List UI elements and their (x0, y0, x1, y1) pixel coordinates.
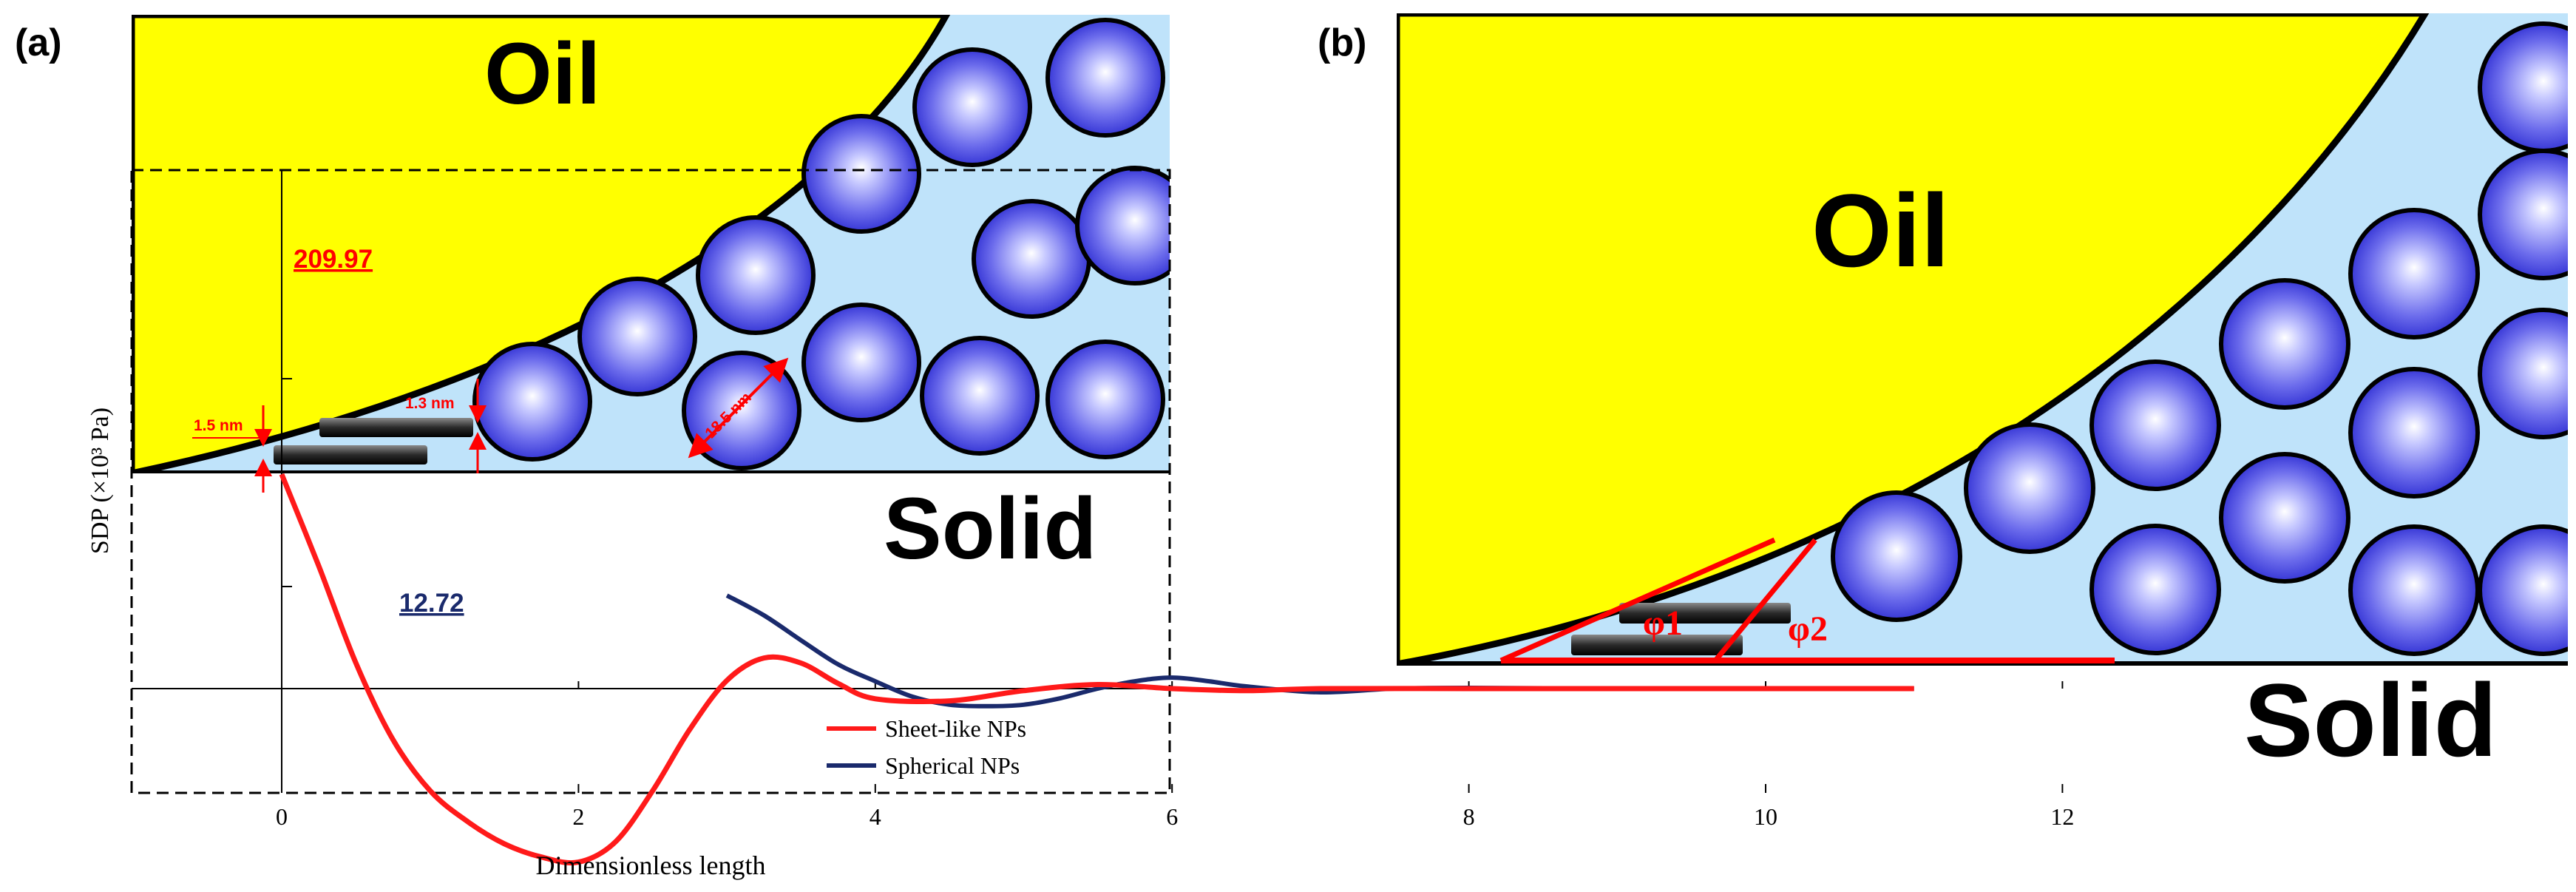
sheet-nanoparticle-upper (319, 418, 473, 437)
sphere-nanoparticle (2478, 524, 2568, 656)
solid-label: Solid (884, 480, 1097, 578)
sphere-nanoparticle (1075, 166, 1170, 285)
legend-label-spherical: Spherical NPs (885, 752, 1020, 779)
x-tick-label: 2 (572, 803, 584, 830)
gap-label: 1.5 nm (194, 417, 243, 434)
legend-label-sheet: Sheet-like NPs (885, 715, 1026, 742)
sphere-nanoparticles (472, 18, 1170, 470)
sphere-nanoparticle (696, 215, 816, 335)
tangent-line-1 (1499, 537, 1776, 663)
legend: Sheet-like NPs Spherical NPs (827, 715, 1026, 779)
sphere-nanoparticle (2348, 208, 2480, 339)
sphere-nanoparticle (2219, 278, 2350, 410)
solid-label: Solid (2244, 662, 2497, 778)
sphere-nanoparticle (2478, 308, 2568, 439)
sphere-nanoparticle (2478, 149, 2568, 280)
sheet-nanoparticle-lower (1571, 635, 1743, 655)
x-tick-label: 10 (1754, 803, 1777, 830)
panel-a-label: (a) (15, 21, 62, 64)
sphere-nanoparticle (472, 342, 592, 462)
x-tick-label: 0 (276, 803, 288, 830)
panel-a-scene (132, 15, 1170, 473)
sphere-nanoparticle (801, 303, 921, 422)
sheet-nanoparticle-lower (274, 445, 427, 464)
peak-label-spherical: 12.72 (399, 589, 464, 618)
sphere-nanoparticle (2089, 359, 2221, 491)
sdp-chart: 0 2 4 6 8 10 12 (132, 170, 2074, 866)
sphere-nanoparticle (2348, 367, 2480, 499)
sphere-nanoparticle (801, 114, 921, 234)
sphere-nanoparticle (912, 47, 1032, 167)
x-ticks: 0 2 4 6 8 10 12 (276, 681, 2074, 830)
y-axis-title: SDP (×10³ Pa) (87, 408, 114, 554)
sphere-nanoparticle (972, 199, 1091, 319)
thickness-dimension: 1.3 nm (405, 379, 487, 473)
x-tick-label: 6 (1166, 803, 1178, 830)
chart-lower-area (132, 575, 1170, 793)
sphere-nanoparticle (2348, 524, 2480, 656)
x-tick-label: 12 (2050, 803, 2074, 830)
angle-1-label: φ1 (1643, 604, 1683, 643)
peak-label-sheet: 209.97 (294, 245, 373, 274)
sphere-nanoparticle (577, 277, 697, 396)
oil-label: Oil (1811, 172, 1950, 288)
sphere-nanoparticle (920, 336, 1040, 456)
sphere-nanoparticle (1964, 422, 2095, 554)
solid-substrate (1397, 661, 2568, 666)
sphere-nanoparticles (1831, 21, 2568, 656)
thickness-label: 1.3 nm (405, 395, 455, 412)
panel-b-scene (1397, 13, 2568, 666)
chart-frame (130, 169, 1171, 794)
x-tick-label: 4 (870, 803, 881, 830)
series-line-sheet (279, 473, 1914, 866)
gap-dimension: 1.5 nm (192, 405, 272, 493)
sphere-nanoparticle (1831, 490, 1962, 622)
panel-a: (a) Oil Solid 1.5 nm 1.3 nm 18.5 nm (15, 15, 2074, 880)
sphere-nanoparticle (2089, 524, 2221, 655)
sphere-nanoparticle (2219, 452, 2350, 584)
panel-b-label: (b) (1318, 21, 1366, 64)
sphere-nanoparticle (1045, 339, 1165, 459)
sphere-nanoparticle (1045, 18, 1165, 138)
panel-b: (b) Oil Solid φ1 φ2 (1318, 13, 2568, 778)
oil-label: Oil (484, 25, 600, 123)
x-axis-title: Dimensionless length (536, 851, 766, 880)
x-tick-label: 8 (1463, 803, 1475, 830)
tangent-line-2 (1713, 538, 1817, 663)
angle-2-label: φ2 (1788, 609, 1828, 649)
contact-angle-lines: φ1 φ2 (1499, 537, 2115, 663)
